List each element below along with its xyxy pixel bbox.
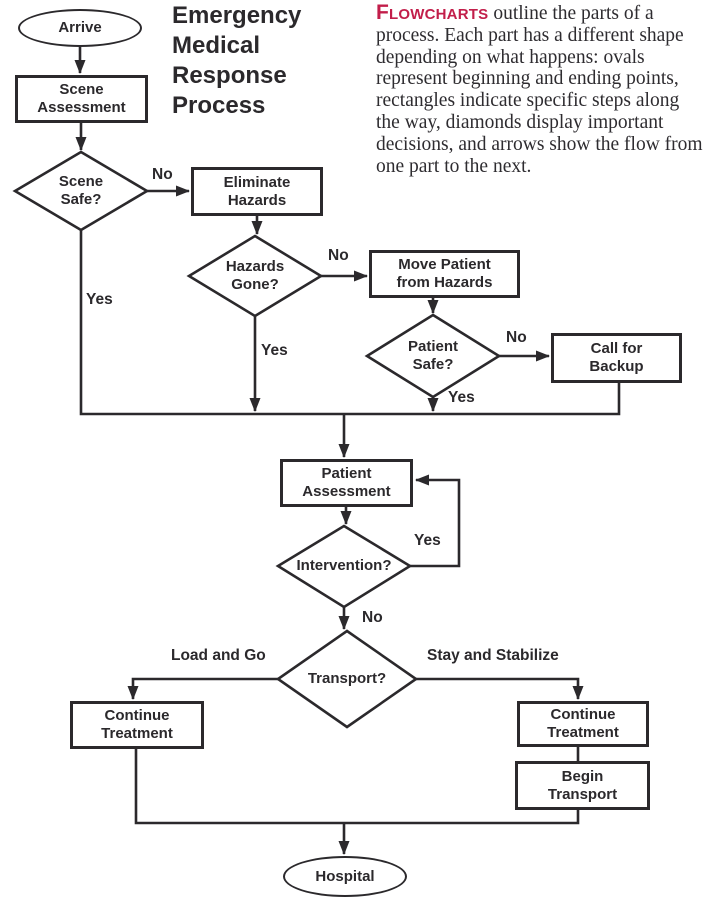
edge-intervention-yes-loop xyxy=(410,474,461,568)
edge-collector-line xyxy=(79,230,621,416)
node-scene-safe-label: Scene Safe? xyxy=(58,173,104,208)
edge-label-scene-safe-yes: Yes xyxy=(86,291,113,308)
edge-bottom-collector-line xyxy=(134,749,580,825)
node-transport-label: Transport? xyxy=(307,670,387,687)
node-intervention-diamond xyxy=(275,524,413,609)
edge-label-scene-safe-no: No xyxy=(152,166,173,183)
intro-lead: Flowcharts xyxy=(376,1,489,24)
edge-label-load-and-go: Load and Go xyxy=(171,647,266,664)
edge-label-intervention-yes: Yes xyxy=(414,532,441,549)
edge-label-patient-safe-yes: Yes xyxy=(448,389,475,406)
node-patient-safe-diamond xyxy=(364,313,502,399)
node-hazards-gone-label: Hazards Gone? xyxy=(225,258,285,293)
node-patient-assessment: Patient Assessment xyxy=(280,459,413,507)
node-call-for-backup: Call for Backup xyxy=(551,333,682,383)
node-begin-transport: Begin Transport xyxy=(515,761,650,810)
node-hazards-gone-diamond xyxy=(186,234,324,318)
node-intervention-label: Intervention? xyxy=(296,557,392,574)
edge-label-intervention-no: No xyxy=(362,609,383,626)
edge-transport-load-and-go xyxy=(127,677,278,700)
node-continue-treatment-left: Continue Treatment xyxy=(70,701,204,749)
edge-label-stay-and-stabilize: Stay and Stabilize xyxy=(427,647,559,664)
edge-label-hazards-gone-no: No xyxy=(328,247,349,264)
edge-transport-stay-and-stabilize xyxy=(416,677,584,700)
node-eliminate-hazards: Eliminate Hazards xyxy=(191,167,323,216)
node-move-patient-from-hazards: Move Patient from Hazards xyxy=(369,250,520,298)
node-scene-safe-diamond xyxy=(12,150,150,232)
node-arrive: Arrive xyxy=(18,9,142,47)
node-continue-treatment-right: Continue Treatment xyxy=(517,701,649,747)
edge-label-patient-safe-no: No xyxy=(506,329,527,346)
diagram-title: Emergency Medical Response Process xyxy=(172,2,302,119)
node-patient-safe-label: Patient Safe? xyxy=(407,338,458,373)
intro-text: outline the parts of a process. Each par… xyxy=(376,3,703,177)
node-transport-diamond xyxy=(275,629,419,729)
node-hospital: Hospital xyxy=(283,856,407,897)
edge-label-hazards-gone-yes: Yes xyxy=(261,342,288,359)
node-scene-assessment: Scene Assessment xyxy=(15,75,148,123)
